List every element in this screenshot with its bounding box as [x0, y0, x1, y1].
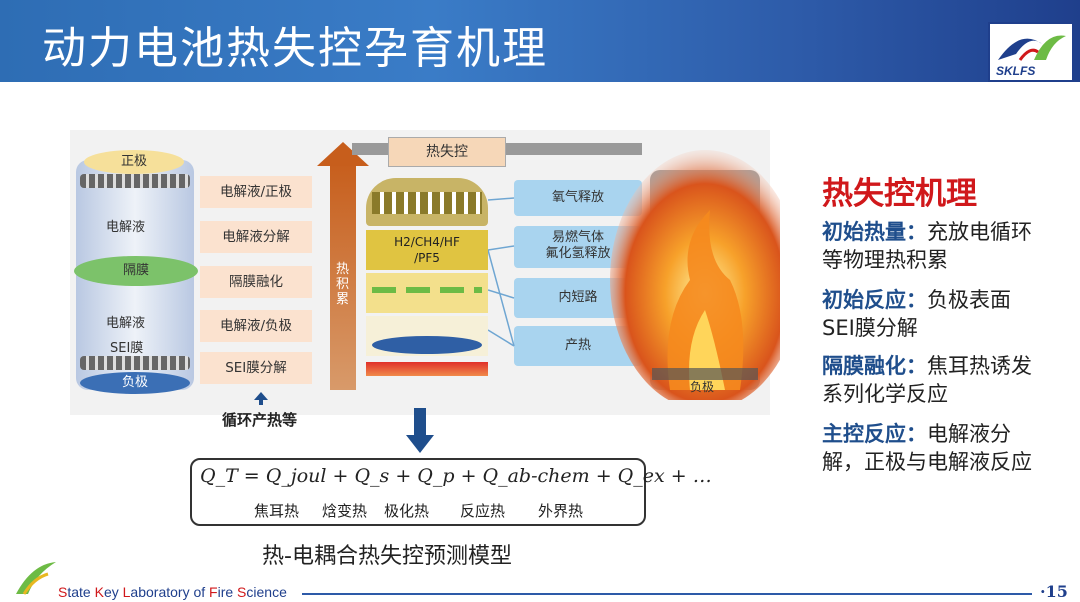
down-arrow-head — [406, 435, 434, 453]
lab-logo: SKLFS — [988, 22, 1074, 82]
heat-accumulation-arrow — [330, 162, 356, 390]
anode-particles — [80, 356, 190, 370]
model-title: 热-电耦合热失控预测模型 — [262, 544, 512, 569]
negative-electrode: 负极 — [80, 372, 190, 394]
stage-3: 隔膜融化 — [200, 266, 312, 298]
mechanism-item-3: 隔膜融化：焦耳热诱发系列化学反应 — [822, 352, 1032, 408]
stage-4: 电解液/负极 — [200, 310, 312, 342]
mechanism-key-2: 初始反应： — [822, 288, 927, 312]
term-reaction: 反应热 — [460, 502, 506, 520]
gas-label-line1: H2/CH4/HF — [394, 235, 460, 249]
formula-box — [190, 458, 646, 526]
cycle-heat-label: 循环产热等 — [222, 411, 298, 429]
mechanism-key-3: 隔膜融化： — [822, 354, 927, 378]
fire-negative-label: 负极 — [690, 380, 715, 394]
gas-layer: H2/CH4/HF /PF5 — [366, 230, 488, 270]
cathode-layer — [366, 178, 488, 226]
up-arrow-shaft — [259, 399, 263, 405]
mechanism-text-3: 焦耳热诱发系列化学反应 — [822, 354, 1032, 406]
mechanism-text-4: 电解液分解，正极与电解液反应 — [822, 422, 1032, 474]
positive-electrode: 正极 — [84, 150, 184, 174]
term-external: 外界热 — [538, 502, 584, 520]
heat-accumulation-label: 热积累 — [336, 262, 350, 307]
cathode-particles — [80, 174, 190, 188]
logo-text: SKLFS — [996, 64, 1036, 78]
term-enthalpy: 焓变热 — [322, 502, 368, 520]
separator-melt-lines — [372, 287, 482, 293]
mechanism-item-1: 初始热量：充放电循环等物理热积累 — [822, 218, 1032, 274]
up-arrow-icon — [254, 392, 268, 400]
mechanism-key-1: 初始热量： — [822, 220, 927, 244]
term-polarization: 极化热 — [384, 502, 430, 520]
lab-name: State Key Laboratory of Fire Science — [58, 584, 287, 600]
sei-layer — [366, 316, 488, 356]
thermal-runaway-label: 热失控 — [388, 137, 506, 167]
electrolyte-bottom-label: 电解液 — [106, 316, 146, 331]
logo-leaf-icon — [998, 35, 1066, 61]
stage-2: 电解液分解 — [200, 221, 312, 253]
mechanism-text-2: 负极表面SEI膜分解 — [822, 288, 1011, 340]
electrolyte-top-label: 电解液 — [106, 220, 146, 235]
anode-disc — [372, 336, 482, 354]
mechanism-item-4: 主控反应：电解液分解，正极与电解液反应 — [822, 420, 1032, 476]
mechanism-text-1: 充放电循环等物理热积累 — [822, 220, 1032, 272]
heat-formula: Q_T = Q_joul + Q_s + Q_p + Q_ab-chem + Q… — [200, 465, 712, 487]
mechanism-title: 热失控机理 — [822, 176, 977, 212]
separator-layer — [366, 273, 488, 313]
stage-1: 电解液/正极 — [200, 176, 312, 208]
page-title: 动力电池热失控孕育机理 — [42, 23, 548, 74]
cathode-particles-layer — [372, 192, 482, 214]
header-bar — [0, 0, 1080, 82]
gas-label-line2: /PF5 — [414, 251, 440, 265]
footer-logo-icon — [16, 562, 56, 595]
mechanism-item-2: 初始反应：负极表面SEI膜分解 — [822, 286, 1032, 342]
down-arrow-icon — [414, 408, 426, 436]
term-joule: 焦耳热 — [254, 502, 300, 520]
heat-layer — [366, 362, 488, 376]
sei-label: SEI膜 — [110, 341, 144, 356]
mechanism-key-4: 主控反应： — [822, 422, 927, 446]
burning-battery-image — [610, 150, 780, 400]
connector-lines — [488, 197, 515, 347]
page-number: ·15 — [1040, 582, 1068, 601]
result-oxygen: 氧气释放 — [514, 180, 642, 216]
footer-rule — [302, 593, 1032, 595]
stage-5: SEI膜分解 — [200, 352, 312, 384]
separator-label: 隔膜 — [74, 256, 198, 286]
